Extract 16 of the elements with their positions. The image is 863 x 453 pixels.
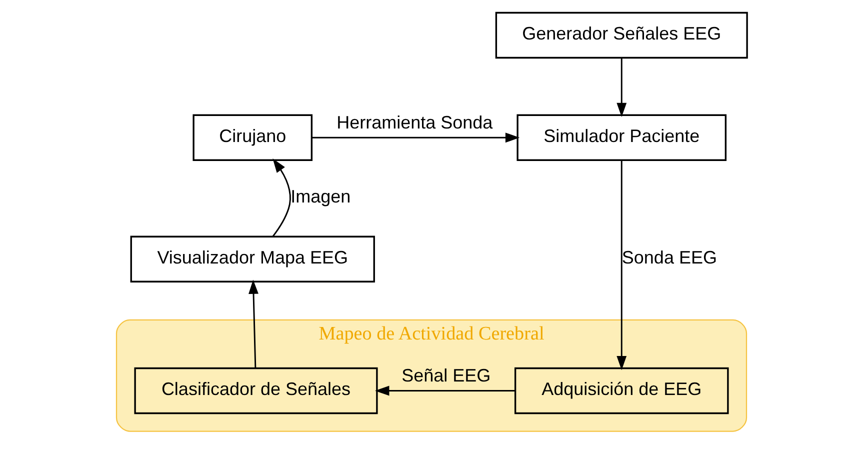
node-box: Cirujano (192, 114, 313, 161)
arrow (248, 280, 258, 368)
edge-label: Herramienta Sonda (336, 112, 493, 132)
edge-label: Imagen (290, 186, 351, 207)
arrow (312, 132, 520, 143)
edge-label: Señal EEG (402, 366, 491, 386)
arrow (272, 158, 291, 237)
arrow (616, 160, 627, 370)
node-box: Clasificador de Señales (134, 367, 378, 414)
arrow (375, 386, 516, 396)
edge-label: Sonda EEG (622, 247, 717, 268)
node-box: Generador Señales EEG (495, 12, 748, 59)
node-box: Adquisición de EEG (514, 367, 729, 414)
node-box: Simulador Paciente (516, 114, 727, 161)
node-box: Visualizador Mapa EEG (130, 236, 375, 282)
arrow (616, 58, 627, 118)
